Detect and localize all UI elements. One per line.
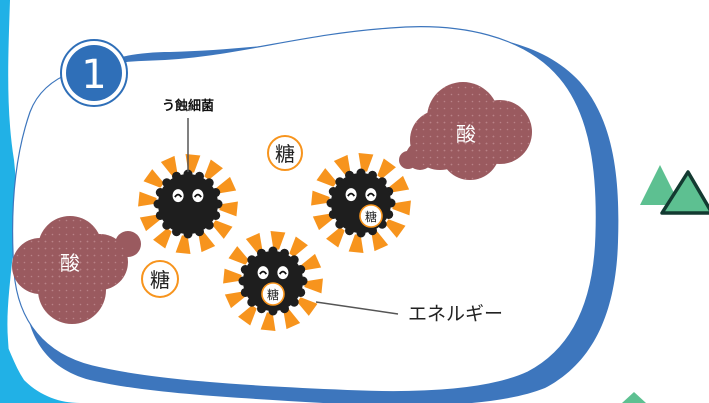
bacterium-ray [304, 278, 323, 294]
bacterium-ray [245, 232, 263, 254]
bottom-cyan-wave [0, 330, 80, 403]
bacterium-bottom [223, 231, 323, 331]
bacterium-ray [185, 154, 201, 173]
bacterium-ray [377, 158, 396, 179]
bacterium-ray [326, 227, 345, 248]
sugar-inside-right-label: 糖 [365, 209, 377, 224]
bacterium-ray [316, 168, 337, 187]
bacterium-ray [212, 220, 233, 239]
acid-cloud-left: 酸 [12, 216, 141, 324]
sugar-circle-left: 糖 [141, 260, 179, 298]
bacterium-ray [358, 153, 374, 172]
bacterium-ray [333, 154, 351, 176]
bacterium-ray [260, 312, 276, 331]
bacterium-pupil [366, 192, 375, 197]
sugar-inside-right: 糖 [359, 204, 383, 228]
bacterium-eye [192, 189, 204, 203]
bacterium-eye [277, 266, 289, 280]
bacterium-body [158, 174, 218, 234]
bacterium-ray [348, 234, 364, 253]
bacterium-ray [219, 201, 238, 217]
bacterium-ray [160, 155, 178, 177]
bacterium-eye [345, 188, 357, 202]
bacterium-ray [138, 191, 157, 207]
bacterium-eye [257, 266, 269, 280]
bacterium-ray [388, 175, 410, 193]
bacterium-ray [371, 230, 389, 252]
bacterium-body [243, 251, 303, 311]
left-accent-strip [0, 0, 17, 403]
bacterium-pupil [278, 270, 287, 275]
bacterium-pupil [174, 193, 183, 198]
bacterium-pupil [347, 192, 356, 197]
step-number: 1 [81, 52, 106, 98]
bacterium-ray [311, 190, 330, 206]
bacterium-ray [300, 253, 322, 271]
bacterium-ray [153, 228, 172, 249]
bacterium-eye [365, 188, 377, 202]
sugar-inside-bottom: 糖 [261, 282, 285, 306]
bacterium-ray [312, 213, 334, 231]
bacterium-body [331, 173, 391, 233]
bacterium-ray [270, 231, 286, 250]
bacterium-ray [228, 246, 249, 265]
triangle-decoration-bottom [622, 392, 646, 403]
bacterium-ray [139, 214, 161, 232]
bacterium-ray [238, 305, 257, 326]
bacterium-ray [198, 231, 216, 253]
bacteria-label: う蝕細菌 [162, 98, 214, 114]
bacterium-ray [392, 200, 411, 216]
bacterium-left [138, 154, 238, 254]
bacterium-ray [385, 219, 406, 238]
bacterium-ray [223, 268, 242, 284]
bacterium-pupil [259, 270, 268, 275]
acid-label-left: 酸 [60, 251, 80, 275]
bacterium-ray [204, 159, 223, 180]
bacterium-ray [215, 176, 237, 194]
bacterium-eye [172, 189, 184, 203]
bacterium-ray [224, 291, 246, 309]
energy-label: エネルギー [408, 303, 503, 325]
sugar-circle-top: 糖 [267, 135, 303, 171]
bacterium-pupil [193, 193, 202, 198]
bacterium-right [311, 153, 411, 253]
sugar-label-top: 糖 [275, 142, 295, 166]
triangle-decoration-top [640, 165, 709, 215]
bacterium-ray [283, 308, 301, 330]
sugar-inside-bottom-label: 糖 [267, 287, 279, 302]
sugar-label-left: 糖 [150, 268, 170, 292]
bacterium-ray [289, 236, 308, 257]
step-badge: 1 [60, 39, 128, 107]
acid-label-right: 酸 [456, 122, 476, 146]
bacterium-ray [143, 169, 164, 188]
energy-pointer [315, 301, 399, 315]
bacterium-ray [297, 297, 318, 316]
acid-cloud-right: 酸 [399, 82, 532, 180]
bacterium-ray [175, 235, 191, 254]
